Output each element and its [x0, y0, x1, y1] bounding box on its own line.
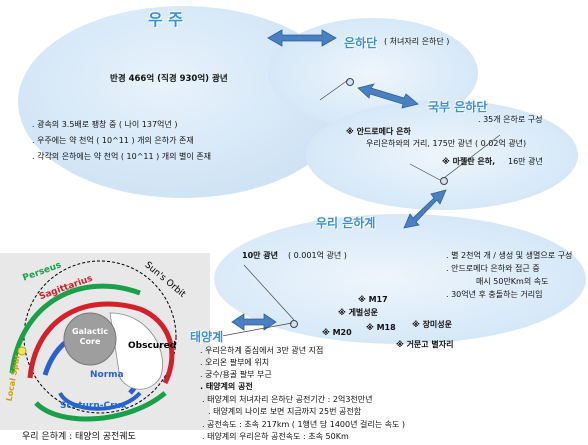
galaxy-map-drawing: [9, 260, 177, 422]
arrow-supercluster-localgroup: [357, 83, 419, 109]
universe-line-2: . 우주에는 약 천억 ( 10^11 ) 개의 은하가 존재: [32, 136, 194, 145]
object-m20: ※ M20: [322, 328, 352, 337]
solar-orbit-subtitle: . 태양계의 공전: [200, 382, 253, 391]
local-group-title: 국부 은하단: [428, 100, 488, 114]
solar-orbit-line-1: . 태양계의 처녀자리 은하단 공전기간 : 2억3천만년: [202, 395, 373, 404]
andromeda-label: ※ 안드로메다 은하: [346, 127, 411, 136]
andromeda-detail: 우리은하와의 거리, 175만 광년 ( 0.02억 광년): [366, 139, 527, 148]
dot-marker: [440, 177, 448, 185]
supercluster-note: ( 처녀자리 은하단 ): [384, 37, 450, 46]
universe-title: 우 주: [148, 10, 184, 29]
supercluster-title: 은하단: [344, 36, 378, 50]
solar-system-title: 태양계: [190, 330, 224, 344]
magellan-detail: 16만 광년: [508, 157, 543, 166]
galaxy-map-caption: 우리 은하계 : 태양의 공전궤도: [22, 432, 136, 442]
universe-line-3: . 각각의 은하에는 약 천억 ( 10^11 ) 개의 별이 존재: [32, 152, 212, 161]
milky-way-size: 10만 광년: [242, 251, 278, 260]
galaxy-map: Perseus Sagittarius Sun's Orbit Local Sp…: [0, 253, 210, 430]
universe-radius: 반경 466억 (직경 930억) 광년: [110, 74, 228, 84]
obscured-label: Obscured: [128, 341, 177, 351]
milky-way-title: 우리 은하계: [316, 216, 376, 230]
arrow-milkyway-solar: [231, 313, 277, 331]
object-crab-nebula: ※ 게벌성운: [338, 308, 379, 317]
arrow-localgroup-milkyway: [403, 189, 447, 229]
object-lyra: ※ 거문고 별자리: [396, 340, 454, 349]
object-rosette-nebula: ※ 장미성운: [412, 320, 453, 329]
solar-orbit-line-4: . 태양계의 우리은하 공전속도 : 초속 50Km: [202, 432, 349, 441]
solar-line-3: . 궁수/용골 팔부 부근: [200, 370, 272, 379]
dot-marker: [290, 320, 298, 328]
object-m17: ※ M17: [358, 295, 388, 304]
arm-norma-label: Norma: [90, 370, 124, 380]
universe-line-1: . 광속의 3.5배로 팽창 중 ( 나이 137억년 ): [32, 120, 178, 129]
dot-marker: [346, 78, 354, 86]
object-m18: ※ M18: [366, 323, 396, 332]
milky-way-line-3: 매시 50만Km의 속도: [476, 277, 549, 286]
magellan-label: ※ 마젤란 은하,: [442, 157, 496, 166]
arm-scutum-crux-label: Scuturn-Crux: [60, 401, 127, 411]
galactic-core-label: Galactic Core: [72, 327, 109, 346]
milky-way-line-1: . 별 2천억 개 / 생성 및 생멸으로 구성: [446, 251, 573, 260]
milky-way-size-detail: ( 0.001억 광년 ): [288, 251, 347, 260]
solar-line-1: . 우리은하계 중심에서 3만 광년 지점: [200, 346, 324, 355]
milky-way-line-4: . 30억년 후 충돌하는 거리임: [446, 290, 543, 299]
solar-orbit-line-2: . 태양계의 나이로 보면 지금까지 25번 공전함: [208, 407, 362, 416]
solar-orbit-line-3: . 공전속도 : 초속 217km ( 1행년 당 1400년 걸리는 속도 ): [202, 420, 405, 429]
local-group-line-1: . 35개 은하로 구성: [478, 115, 543, 124]
solar-line-2: . 오리온 팔부에 위치: [200, 358, 270, 367]
arrow-universe-supercluster: [267, 29, 337, 47]
milky-way-line-2: . 안드로메다 은하와 접근 중: [446, 264, 540, 273]
